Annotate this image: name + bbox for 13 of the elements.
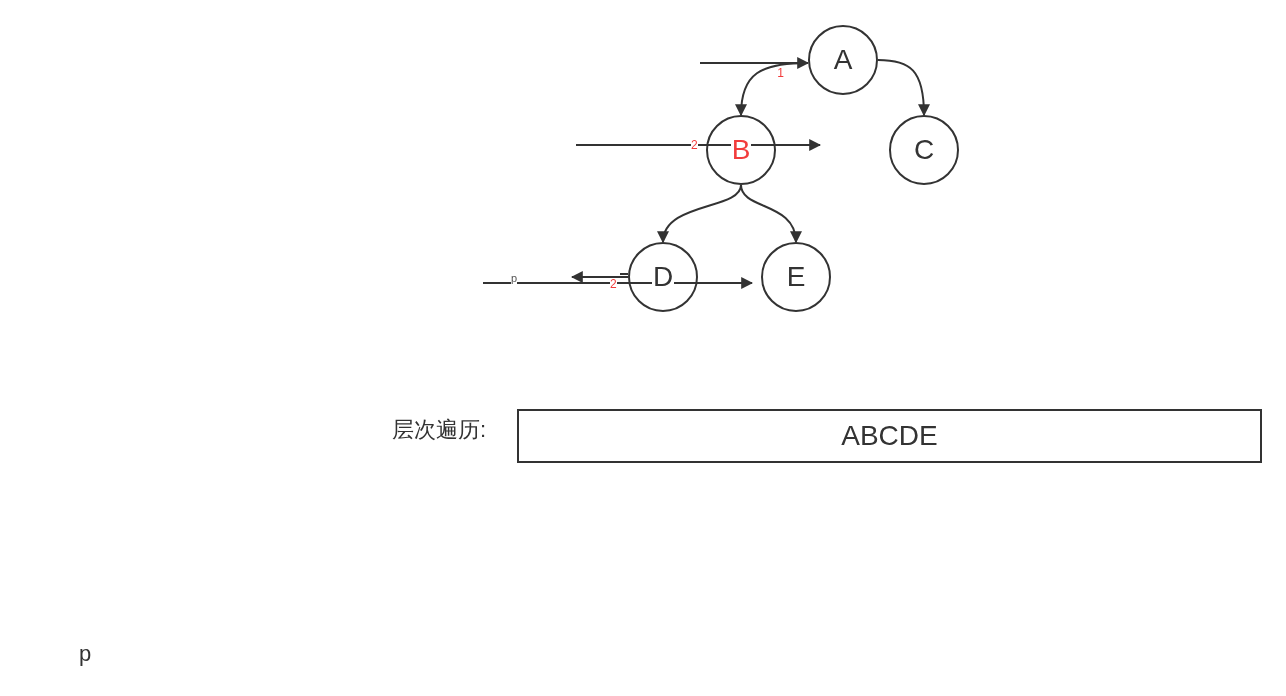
result-box (517, 409, 1262, 463)
edge-label: 1 (777, 67, 784, 80)
tree-node-circle (628, 242, 698, 312)
tree-node-circle (889, 115, 959, 185)
arrow (740, 184, 801, 244)
tree-node-circle (808, 25, 878, 95)
arrow (699, 57, 810, 69)
tree-node-circle (706, 115, 776, 185)
tree-node-circle (761, 242, 831, 312)
step-number: 2 (610, 278, 617, 290)
pointer-label: p (511, 273, 518, 284)
row-label: 层次遍历: (392, 419, 487, 441)
arrow (877, 59, 930, 117)
